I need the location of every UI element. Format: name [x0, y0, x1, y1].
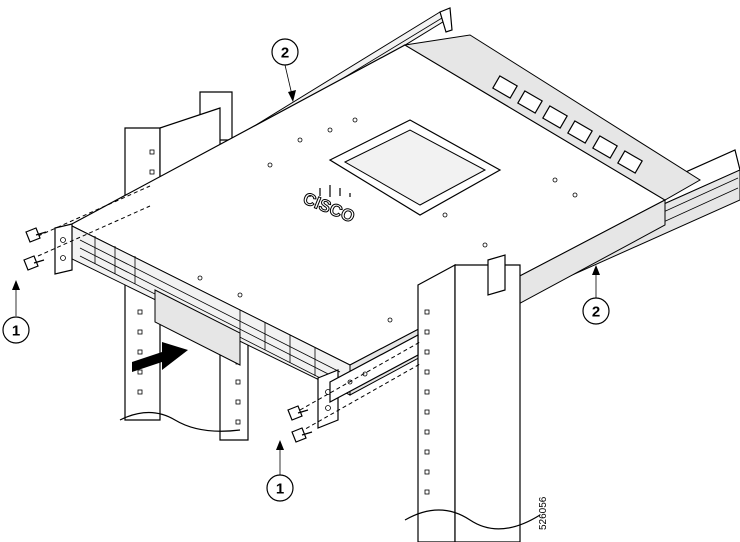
rack-post-right-holes	[424, 309, 430, 495]
fan-modules	[492, 75, 643, 174]
callout-label: 2	[592, 304, 600, 321]
callout-label: 2	[281, 45, 289, 62]
callout-label: 1	[276, 481, 284, 498]
chassis: CISCO	[68, 34, 701, 396]
callout-2-top: 2	[271, 38, 299, 102]
figure-number: 526056	[538, 496, 549, 530]
screw-icon	[23, 227, 47, 271]
rack-post-right-front	[404, 254, 541, 542]
arrow-right-icon	[132, 342, 188, 372]
callout-label: 1	[12, 323, 20, 340]
callout-1-left: 1	[2, 280, 30, 344]
vent-grille	[154, 289, 241, 366]
cover-screws	[197, 117, 578, 323]
heatsink	[328, 119, 502, 216]
mounting-bracket-left	[54, 223, 73, 275]
callout-2-right: 2	[582, 265, 610, 325]
screw-icon	[287, 405, 313, 443]
callout-1-bottom: 1	[266, 440, 294, 502]
screw-guides	[37, 185, 421, 433]
port-rows	[79, 236, 341, 389]
